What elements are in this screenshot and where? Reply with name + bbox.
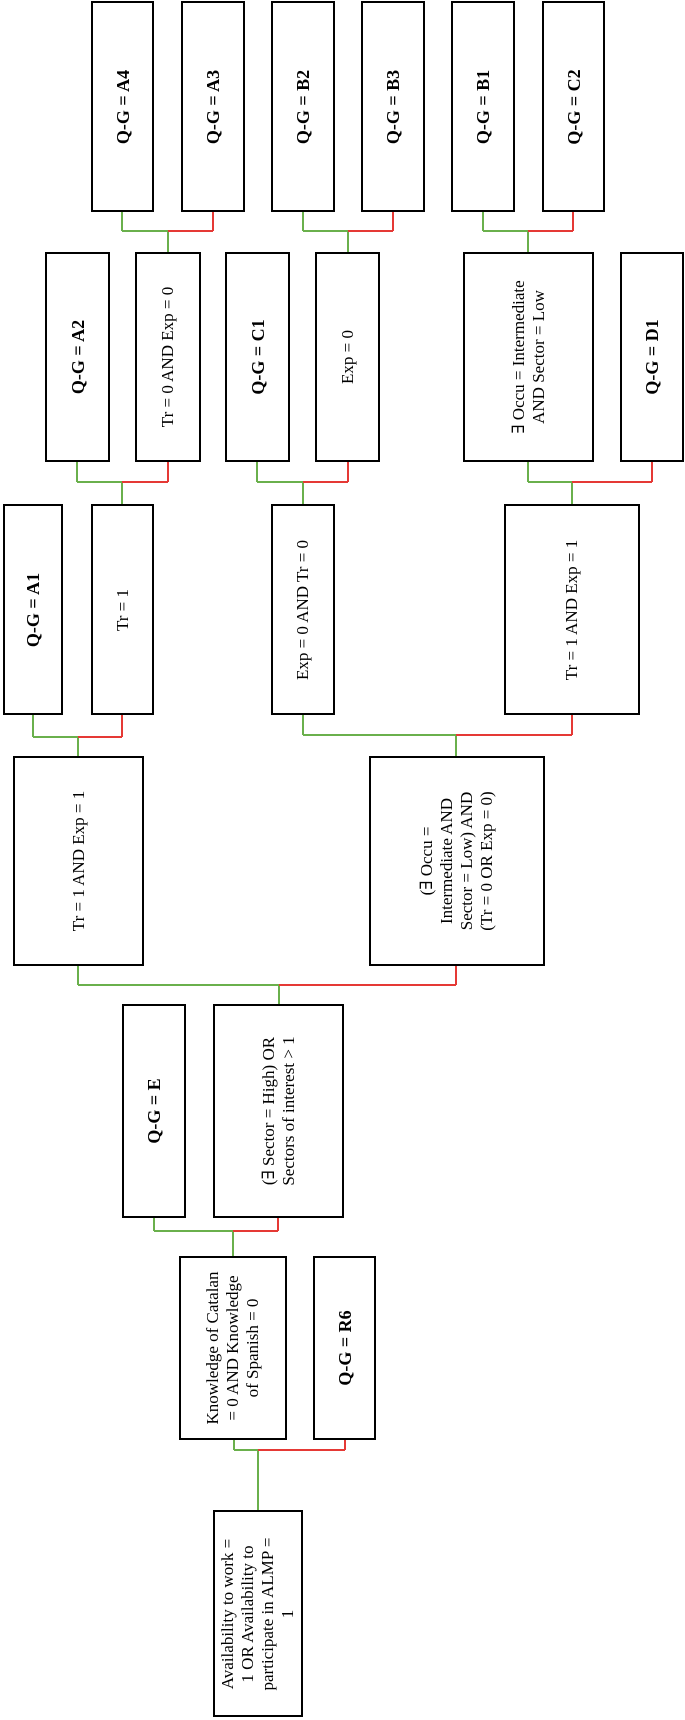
node-label: Q-G = E bbox=[144, 1078, 164, 1144]
node-tr-exp-1-left: Tr = 1 AND Exp = 1 bbox=[13, 756, 144, 966]
node-label: Q-G = A3 bbox=[203, 69, 223, 144]
node-label: Q-G = B2 bbox=[293, 69, 313, 144]
node-label: Knowledge of Catalan = 0 AND Knowledge o… bbox=[203, 1271, 262, 1425]
node-label: (∃ Sector = High) OR Sectors of interest… bbox=[258, 1036, 298, 1186]
node-label: Q-G = D1 bbox=[642, 319, 662, 395]
leaf-q-g-c1: Q-G = C1 bbox=[225, 252, 290, 462]
node-label: Exp = 0 bbox=[337, 330, 357, 384]
leaf-q-g-e: Q-G = E bbox=[122, 1004, 186, 1218]
node-label: Tr = 1 AND Exp = 1 bbox=[562, 539, 581, 680]
node-tr-exp-1-right: Tr = 1 AND Exp = 1 bbox=[504, 504, 640, 715]
leaf-q-g-d1: Q-G = D1 bbox=[620, 252, 684, 462]
node-label: Q-G = R6 bbox=[334, 1310, 355, 1386]
leaf-q-g-b1: Q-G = B1 bbox=[451, 1, 515, 212]
node-occu-sector-condition: (∃ Occu = Intermediate AND Sector = Low)… bbox=[369, 756, 545, 966]
node-label: Q-G = B1 bbox=[473, 69, 493, 144]
leaf-q-g-b3: Q-G = B3 bbox=[361, 1, 425, 212]
node-label: (∃ Occu = Intermediate AND Sector = Low)… bbox=[417, 791, 496, 931]
node-tr-0-and-exp-0: Tr = 0 AND Exp = 0 bbox=[135, 252, 201, 462]
node-sector-condition: (∃ Sector = High) OR Sectors of interest… bbox=[213, 1004, 344, 1218]
leaf-q-g-c2: Q-G = C2 bbox=[542, 1, 605, 212]
node-exp-0-and-tr-0: Exp = 0 AND Tr = 0 bbox=[271, 504, 335, 715]
node-label: Q-G = C2 bbox=[563, 68, 584, 145]
node-label: Tr = 1 AND Exp = 1 bbox=[68, 790, 88, 932]
node-language-knowledge: Knowledge of Catalan = 0 AND Knowledge o… bbox=[179, 1256, 287, 1440]
node-label: Tr = 0 AND Exp = 0 bbox=[158, 286, 177, 428]
node-label: Q-G = C1 bbox=[247, 319, 268, 395]
node-tr-1: Tr = 1 bbox=[91, 504, 154, 715]
leaf-q-g-a1: Q-G = A1 bbox=[3, 504, 63, 715]
node-label: Q-G = B3 bbox=[383, 69, 403, 144]
node-availability-root: Availability to work = 1 OR Availability… bbox=[213, 1510, 303, 1717]
node-label: Availability to work = 1 OR Availability… bbox=[218, 1537, 297, 1690]
node-exp-0: Exp = 0 bbox=[315, 252, 380, 462]
leaf-q-g-a2: Q-G = A2 bbox=[45, 252, 110, 462]
node-label: Tr = 1 bbox=[112, 588, 132, 631]
node-occu-intermediate-sector-low: ∃ Occu = Intermediate AND Sector = Low bbox=[463, 252, 594, 462]
node-label: Q-G = A2 bbox=[67, 319, 88, 395]
node-label: Exp = 0 AND Tr = 0 bbox=[293, 539, 312, 680]
leaf-q-g-a3: Q-G = A3 bbox=[181, 1, 245, 212]
leaf-q-g-r6: Q-G = R6 bbox=[313, 1256, 376, 1440]
node-label: ∃ Occu = Intermediate AND Sector = Low bbox=[508, 280, 548, 434]
leaf-q-g-a4: Q-G = A4 bbox=[91, 1, 154, 212]
leaf-q-g-b2: Q-G = B2 bbox=[271, 1, 335, 212]
node-label: Q-G = A4 bbox=[112, 69, 133, 144]
node-label: Q-G = A1 bbox=[23, 572, 43, 647]
